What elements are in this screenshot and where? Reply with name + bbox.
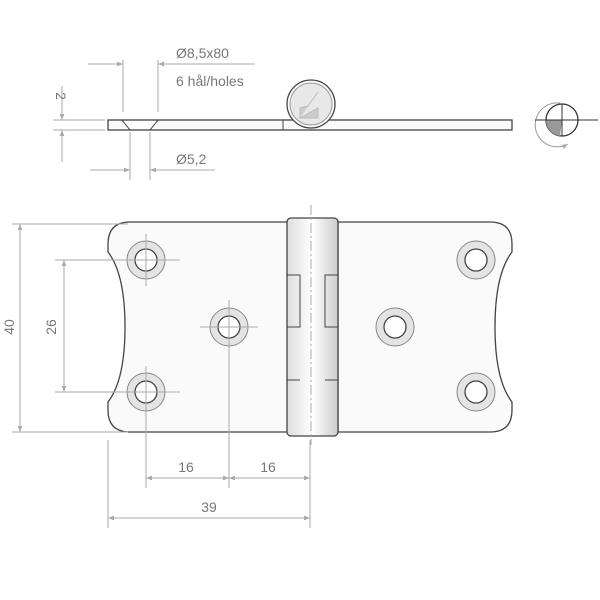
rotation-symbol-icon — [534, 102, 598, 150]
brand-logo-icon — [298, 91, 319, 119]
hole — [456, 240, 496, 280]
horizontal-spacing-label-1: 16 — [178, 459, 194, 475]
leaf-width-label: 39 — [201, 499, 217, 515]
height-label: 40 — [1, 319, 17, 335]
thickness-label: 2 — [53, 92, 69, 100]
dimensions: 40 26 16 16 39 — [1, 223, 311, 528]
holes-count-label: 6 hål/holes — [176, 73, 244, 89]
hole — [375, 307, 415, 347]
side-view: Ø8,5x80 6 hål/holes 2 Ø5,2 — [53, 45, 513, 180]
vertical-spacing-label: 26 — [43, 319, 59, 335]
front-view — [107, 205, 513, 488]
hole — [456, 372, 496, 412]
hole-diameter-label: Ø5,2 — [176, 151, 207, 167]
horizontal-spacing-label-2: 16 — [260, 459, 276, 475]
countersink-label: Ø8,5x80 — [176, 45, 229, 61]
